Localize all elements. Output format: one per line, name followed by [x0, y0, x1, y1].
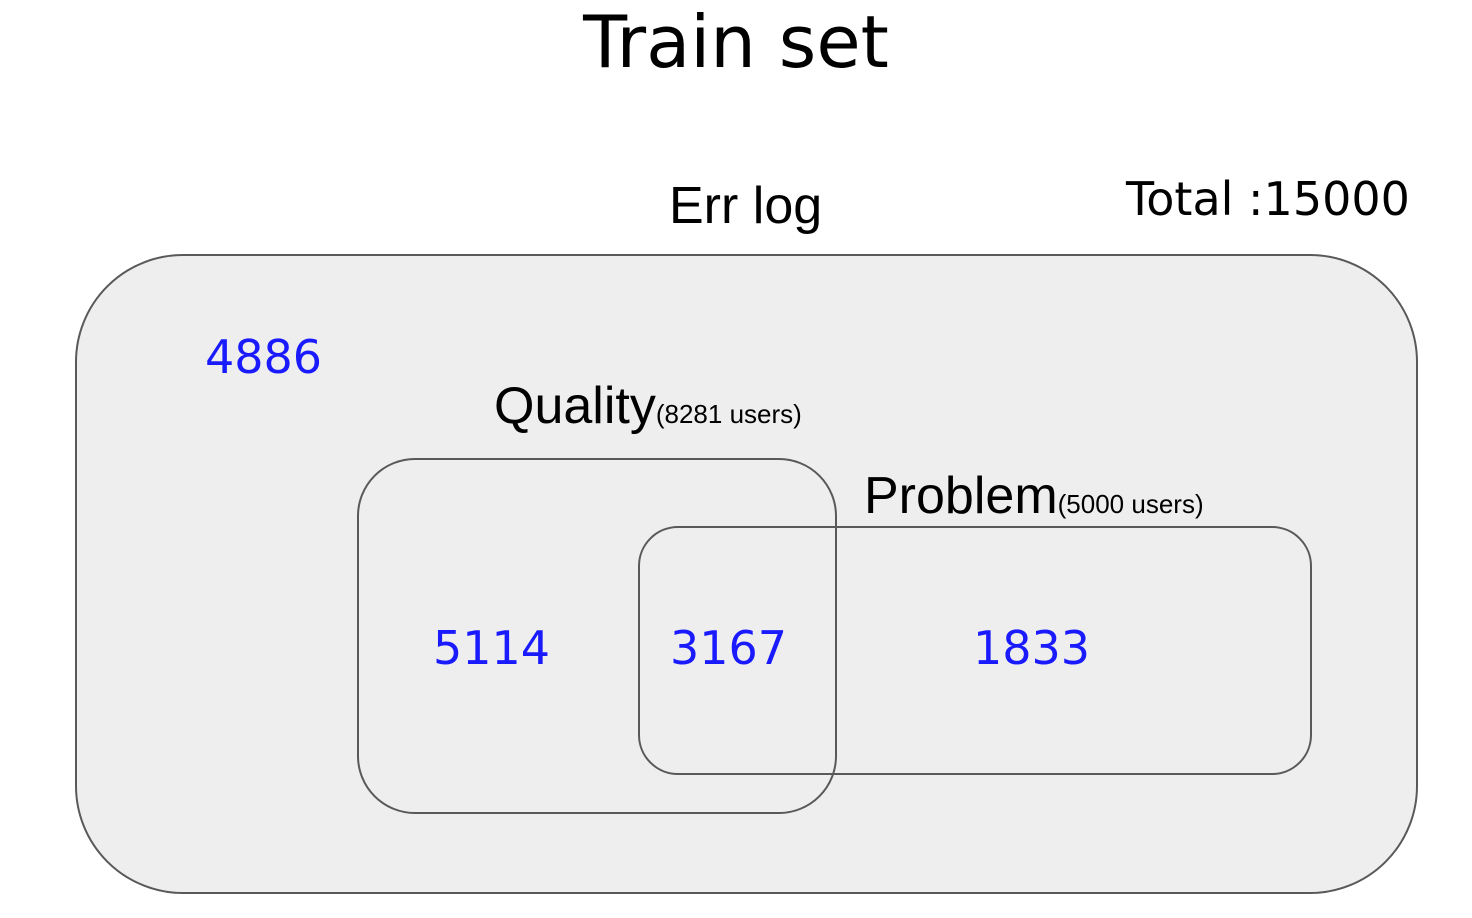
outside-count: 4886: [205, 330, 323, 384]
quality-only-count: 5114: [433, 621, 551, 675]
quality-set-name: Quality: [494, 377, 656, 435]
problem-set-label: Problem(5000 users): [864, 470, 1204, 522]
problem-set-name: Problem: [864, 467, 1058, 525]
quality-set-note: (8281 users): [655, 399, 802, 429]
problem-only-count: 1833: [973, 621, 1091, 675]
intersection-count: 3167: [670, 621, 788, 675]
quality-set-label: Quality(8281 users): [494, 380, 802, 432]
problem-set-box: [638, 526, 1312, 775]
problem-set-note: (5000 users): [1057, 489, 1204, 519]
err-log-label: Err log: [669, 177, 823, 235]
quality-set-box: [357, 458, 837, 814]
total-label: Total :15000: [1126, 172, 1410, 226]
diagram-title: Train set: [583, 0, 889, 84]
